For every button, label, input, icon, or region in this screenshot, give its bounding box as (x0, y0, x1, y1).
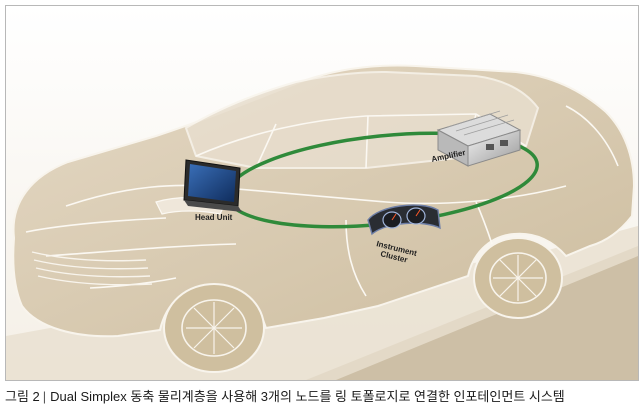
figure-frame: Head Unit Amplifier Instrument Cluster (5, 5, 639, 381)
head-unit-label: Head Unit (195, 213, 233, 222)
car-diagram: Head Unit Amplifier Instrument Cluster (6, 6, 638, 380)
front-wheel (163, 283, 265, 373)
figure-caption: 그림 2|Dual Simplex 동축 물리계층을 사용해 3개의 노드를 링… (5, 386, 639, 408)
rear-wheel (473, 237, 563, 319)
head-unit-node: Head Unit (183, 159, 242, 222)
caption-text: Dual Simplex 동축 물리계층을 사용해 3개의 노드를 링 토폴로지… (50, 389, 565, 404)
amplifier-node: Amplifier (431, 110, 522, 167)
front-grille (31, 251, 153, 286)
instrument-cluster-node: Instrument Cluster (367, 204, 441, 265)
caption-separator: | (42, 389, 47, 404)
caption-prefix: 그림 2 (5, 389, 40, 404)
